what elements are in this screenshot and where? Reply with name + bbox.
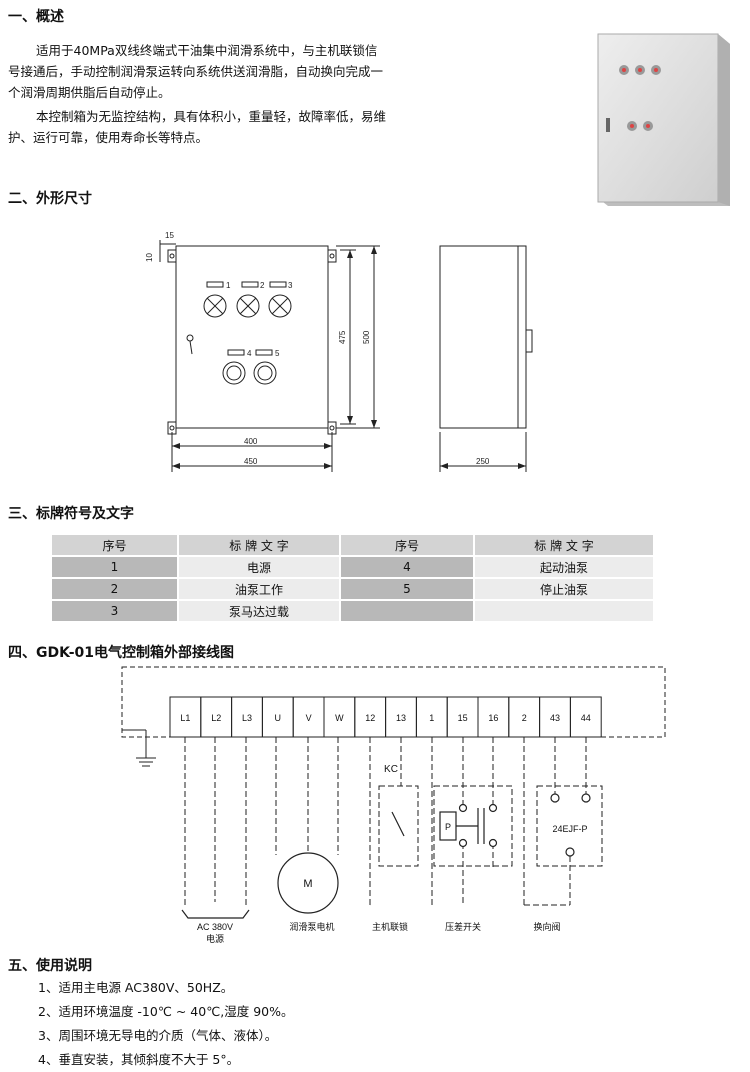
table-cell: 起动油泵	[475, 557, 653, 577]
motor-symbol	[277, 852, 339, 914]
table-cell: 2	[52, 579, 177, 599]
valve-caption: 换向阀	[533, 921, 560, 932]
table-cell: 1	[52, 557, 177, 577]
table-cell: 停止油泵	[475, 579, 653, 599]
dim-475: 475	[338, 330, 347, 344]
list-item: 3、周围环境无导电的介质（气体、液体）。	[38, 1028, 278, 1043]
section-title-dimensions: 二、外形尺寸	[8, 191, 92, 207]
indicator-number-1: 1	[226, 281, 231, 290]
table-cell: 油泵工作	[179, 579, 339, 599]
table-row: 3 泵马达过载	[52, 601, 653, 621]
terminal-label: 15	[458, 713, 468, 723]
terminal-label: V	[306, 713, 312, 723]
terminal-label: 13	[396, 713, 406, 723]
terminal-label: L3	[242, 713, 252, 723]
section-title-overview: 一、概述	[8, 9, 64, 25]
terminal-label: 43	[550, 713, 560, 723]
motor-caption: 润滑泵电机	[289, 921, 334, 932]
section-title-nameplate: 三、标牌符号及文字	[8, 506, 134, 522]
dim-250: 250	[476, 457, 490, 466]
table-row: 1 电源 4 起动油泵	[52, 557, 653, 577]
nameplate-table: 序号 标 牌 文 字 序号 标 牌 文 字 1 电源 4 起动油泵 2 油泵工作…	[50, 533, 655, 623]
table-cell: 4	[341, 557, 473, 577]
indicator-number-3: 3	[288, 281, 293, 290]
pressure-p-label: P	[445, 822, 451, 832]
table-header-cell: 标 牌 文 字	[475, 535, 653, 555]
table-cell: 电源	[179, 557, 339, 577]
terminal-label: L2	[211, 713, 221, 723]
terminal-label: 12	[365, 713, 375, 723]
front-view-outline	[175, 245, 329, 429]
dim-10: 10	[145, 253, 154, 262]
kc-label: KC	[384, 764, 398, 775]
indicator-number-4: 4	[247, 349, 252, 358]
table-header-cell: 标 牌 文 字	[179, 535, 339, 555]
terminal-label: U	[275, 713, 282, 723]
table-cell	[341, 601, 473, 621]
motor-letter: M	[303, 878, 312, 890]
interlock-caption: 主机联锁	[372, 921, 408, 932]
wiring-diagram: KC M 24EJF-P P AC 380V 电源 润滑泵电机 主机联锁 压差开…	[121, 666, 666, 944]
terminal-label: L1	[180, 713, 190, 723]
dim-500: 500	[362, 330, 371, 344]
terminal-label: 16	[488, 713, 498, 723]
section-title-wiring: 四、GDK-01电气控制箱外部接线图	[8, 645, 235, 661]
pressure-switch-caption: 压差开关	[445, 921, 481, 932]
control-box-boundary	[121, 666, 666, 738]
table-cell: 5	[341, 579, 473, 599]
table-row: 2 油泵工作 5 停止油泵	[52, 579, 653, 599]
overview-paragraph-1: 适用于40MPa双线终端式干油集中润滑系统中，与主机联锁信号接通后，手动控制润滑…	[8, 43, 384, 100]
terminal-label: 2	[522, 713, 527, 723]
dimension-drawing: 15 10 475 500 400 450 250 1 2 3 4 5	[145, 231, 533, 472]
table-header-cell: 序号	[341, 535, 473, 555]
terminal-label: W	[335, 713, 344, 723]
indicator-number-2: 2	[260, 281, 265, 290]
table-cell	[475, 601, 653, 621]
dim-15: 15	[165, 231, 174, 240]
overview-paragraph-2: 本控制箱为无监控结构，具有体积小，重量轻，故障率低，易维护、运行可靠，使用寿命长…	[8, 109, 387, 145]
control-box-photo	[597, 33, 730, 206]
terminal-label: 1	[429, 713, 434, 723]
terminal-label: 44	[581, 713, 591, 723]
dim-400: 400	[244, 437, 258, 446]
table-cell: 泵马达过载	[179, 601, 339, 621]
table-cell: 3	[52, 601, 177, 621]
section-title-usage: 五、使用说明	[8, 958, 92, 974]
power-label-line1: AC 380V	[197, 922, 233, 932]
list-item: 4、垂直安装，其倾斜度不大于 5°。	[38, 1052, 240, 1067]
usage-list: 1、适用主电源 AC380V、50HZ。 2、适用环境温度 -10℃ ~ 40℃…	[38, 976, 293, 1072]
table-header-cell: 序号	[52, 535, 177, 555]
list-item: 1、适用主电源 AC380V、50HZ。	[38, 980, 234, 995]
list-item: 2、适用环境温度 -10℃ ~ 40℃,湿度 90%。	[38, 1004, 294, 1019]
valve-model-label: 24EJF-P	[552, 824, 587, 834]
dim-450: 450	[244, 457, 258, 466]
table-header-row: 序号 标 牌 文 字 序号 标 牌 文 字	[52, 535, 653, 555]
indicator-number-5: 5	[275, 349, 280, 358]
power-label-line2: 电源	[206, 933, 224, 944]
